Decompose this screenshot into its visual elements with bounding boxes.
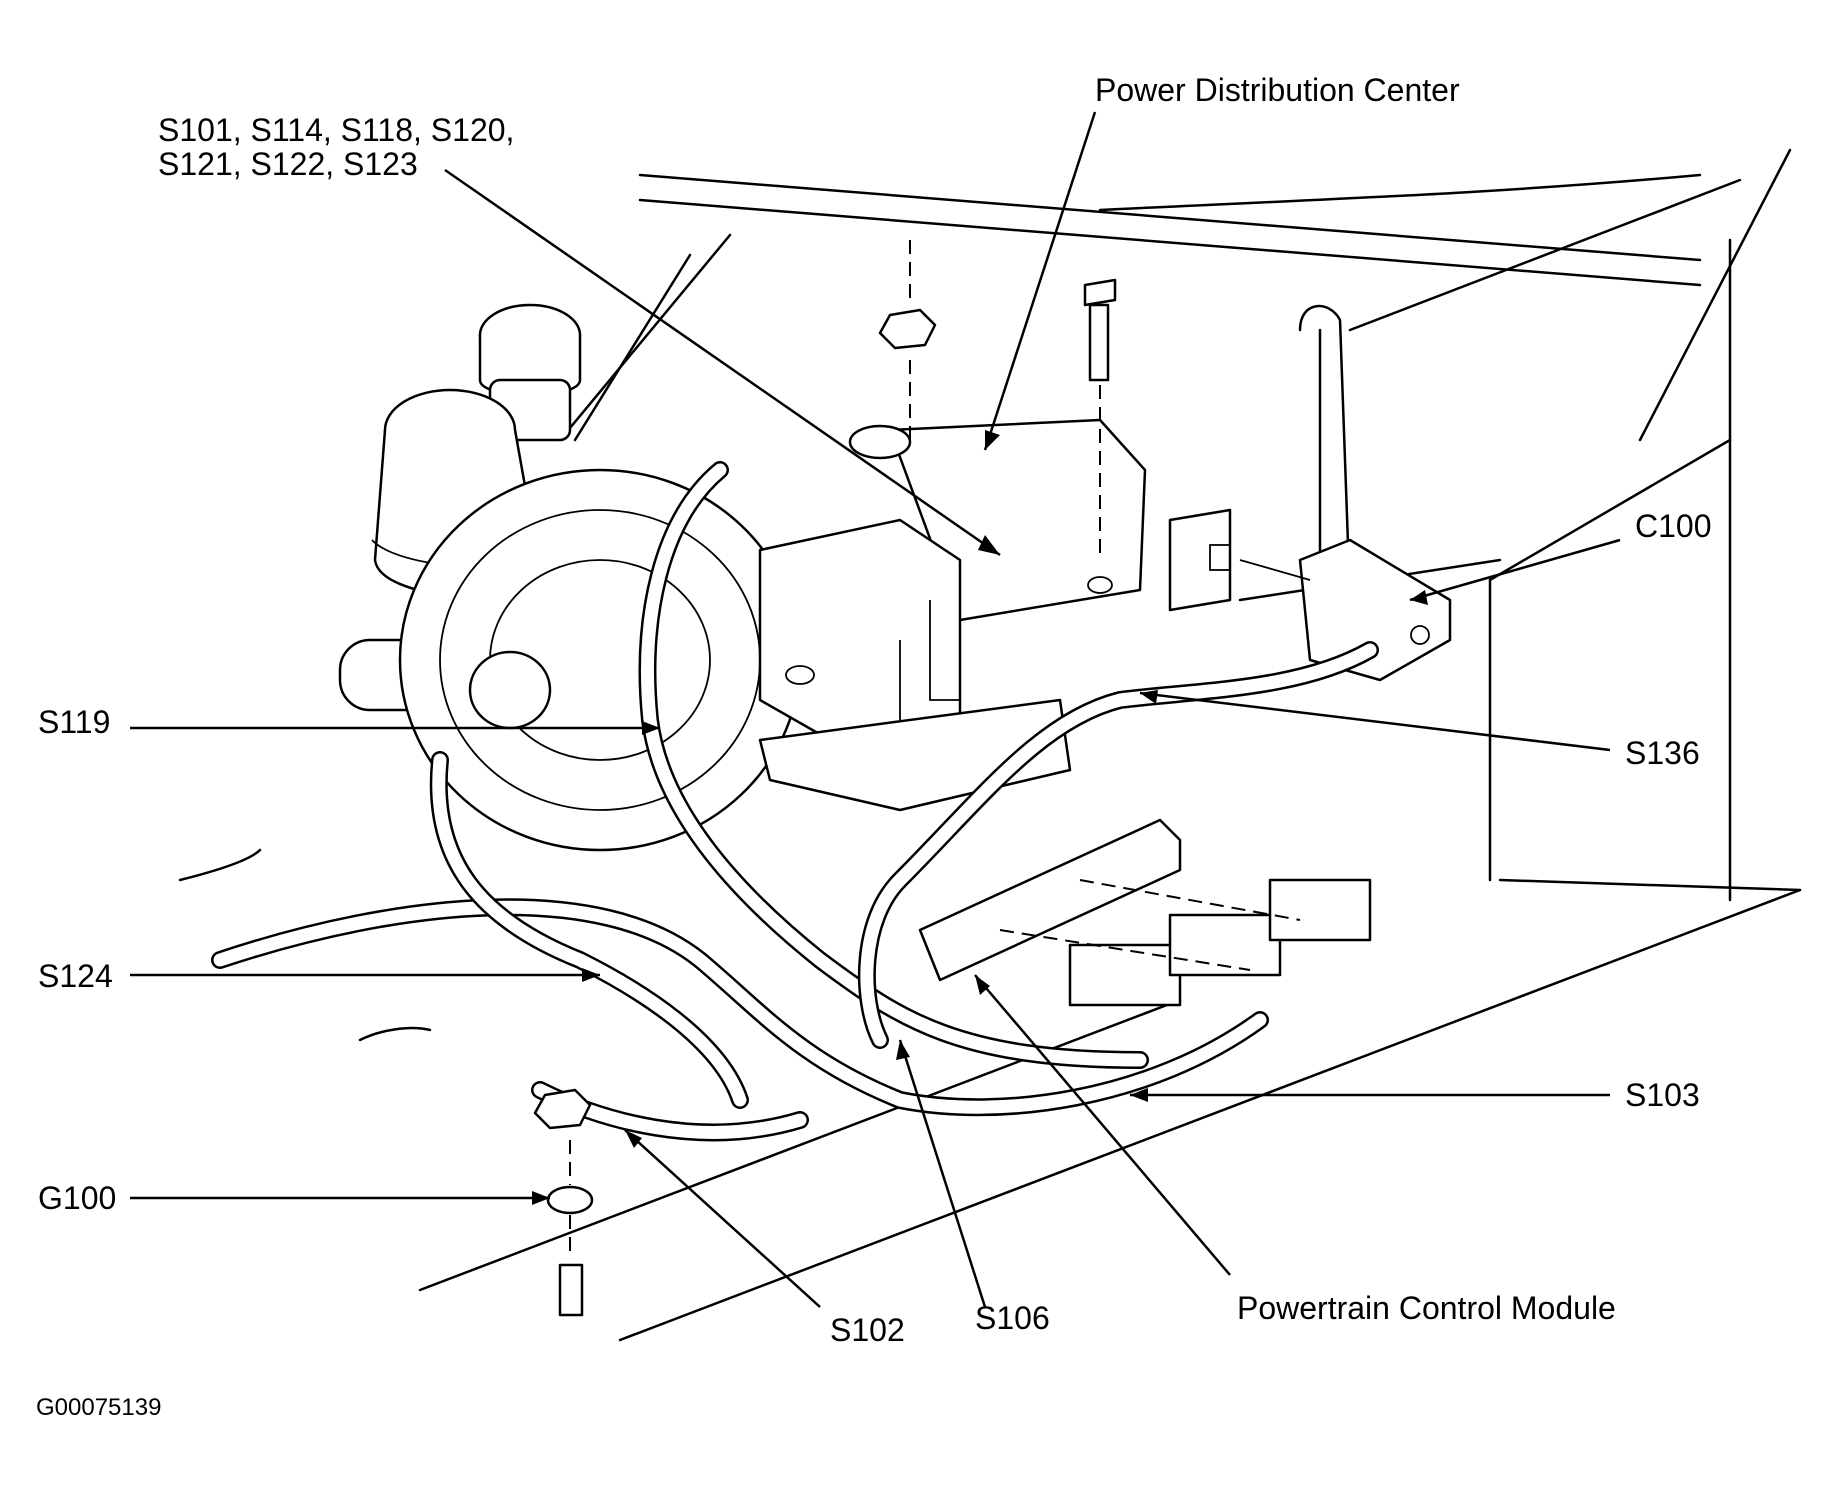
callout-leaders — [130, 111, 1621, 1308]
c100-connector — [1168, 508, 1452, 682]
s106-label: S106 — [975, 1300, 1050, 1336]
s103-label: S103 — [1625, 1077, 1700, 1113]
s119-label: S119 — [38, 704, 111, 740]
powertrain-control-module-connectors — [918, 818, 1372, 1007]
figure-id-label: G00075139 — [36, 1394, 162, 1421]
s124-label: S124 — [38, 958, 113, 994]
fasteners — [533, 240, 1117, 1317]
power-distribution-center-box — [758, 418, 1147, 812]
c100-label: C100 — [1635, 508, 1712, 544]
wiring-harness — [178, 461, 1379, 1142]
powertrain-control-module-label: Powertrain Control Module — [1237, 1290, 1616, 1326]
splices-top-label-line1: S101, S114, S118, S120, — [158, 112, 515, 148]
brake-booster — [398, 468, 802, 852]
splices-top-label-line2: S121, S122, S123 — [158, 146, 418, 182]
brake-master-cylinder — [338, 303, 582, 712]
g100-label: G100 — [38, 1180, 117, 1216]
s136-label: S136 — [1625, 735, 1700, 771]
power-distribution-center-label: Power Distribution Center — [1095, 72, 1460, 108]
s102-label: S102 — [830, 1312, 905, 1348]
